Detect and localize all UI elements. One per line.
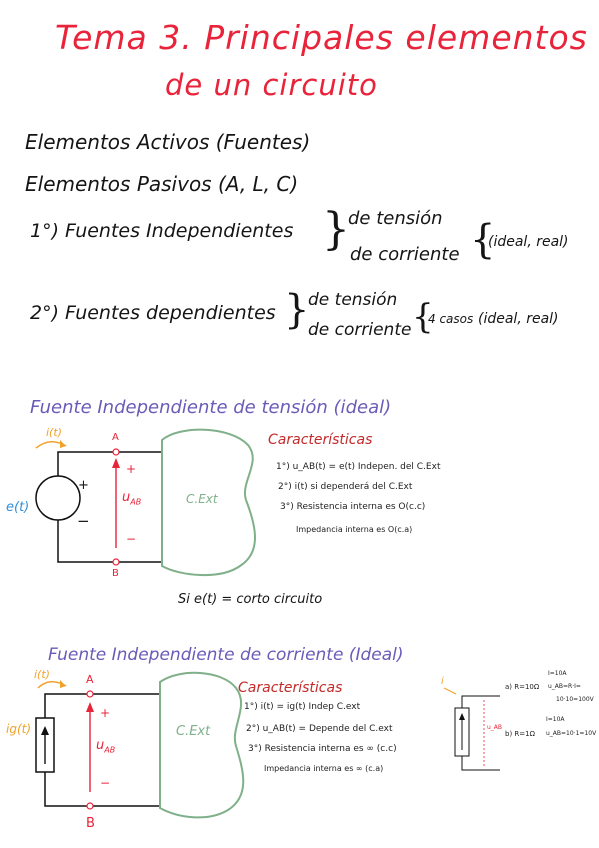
fuentes-dependientes: 2°) Fuentes dependientes <box>30 302 276 324</box>
fi-tension: de tensión <box>348 208 443 229</box>
s2-node-a-label: A <box>86 673 94 686</box>
s2-char-4: Impedancia interna es ∞ (c.a) <box>264 764 384 773</box>
s1-char-2: 2°) i(t) si dependerá del C.Ext <box>278 482 413 492</box>
s2-example-b-label: b) R=1Ω <box>505 730 535 738</box>
s1-load-label: C.Ext <box>186 492 218 506</box>
s1-node-a <box>112 448 120 456</box>
s1-node-a-label: A <box>112 432 119 443</box>
s1-char-3: 3°) Resistencia interna es O(c.c) <box>280 502 426 512</box>
s1-minus: − <box>126 532 137 546</box>
s2-example-b-u: u_AB=10·1=10V <box>546 730 597 737</box>
s1-source-label: e(t) <box>6 500 30 515</box>
fi-corriente: de corriente <box>350 244 460 265</box>
s2-example-a-label: a) R=10Ω <box>505 683 540 691</box>
page-title-line2: de un circuito <box>165 68 378 102</box>
fd-corriente: de corriente <box>308 320 412 340</box>
s2-char-2: 2°) u_AB(t) = Depende del C.ext <box>246 724 393 734</box>
s1-note: Si e(t) = corto circuito <box>178 592 323 607</box>
section1-heading: Fuente Independiente de tensión (ideal) <box>30 397 392 418</box>
s1-current-label: i(t) <box>46 426 62 439</box>
brace-4: { <box>412 297 434 337</box>
s1-src-minus: − <box>77 512 90 530</box>
s1-voltage-label: uAB <box>122 490 142 507</box>
brace-3: } <box>284 287 310 333</box>
s2-example-a-calc: 10·10=100V <box>556 696 594 703</box>
s2-example-a-i: I=10A <box>548 670 567 677</box>
page-title-line1: Tema 3. Principales elementos <box>55 18 588 57</box>
elementos-pasivos: Elementos Pasivos (A, L, C) <box>25 172 299 196</box>
s2-char-heading: Características <box>238 680 343 696</box>
fd-tension: de tensión <box>308 290 398 310</box>
brace-2: { <box>470 217 496 263</box>
s1-source-circle <box>35 475 81 521</box>
s2-example-voltage: u_AB <box>487 724 503 731</box>
s1-wire-bottom <box>57 520 162 563</box>
s2-node-a <box>86 690 94 698</box>
s1-load-blob <box>161 428 256 576</box>
s2-node-b-label: B <box>86 816 95 831</box>
s2-example-b-i: I=10A <box>546 716 565 723</box>
s2-current-label: i(t) <box>34 668 50 681</box>
brace-1: } <box>322 204 350 255</box>
s2-voltage-label: uAB <box>96 738 116 755</box>
s1-src-plus: + <box>78 478 89 493</box>
s2-minus: − <box>100 776 111 790</box>
s2-load-label: C.Ext <box>176 724 211 739</box>
s2-load-blob <box>159 671 245 819</box>
s1-wire-top <box>57 451 162 476</box>
section2-heading: Fuente Independiente de corriente (Ideal… <box>48 645 404 665</box>
s1-plus: + <box>126 462 137 476</box>
s1-node-b <box>112 558 120 566</box>
elementos-activos: Elementos Activos (Fuentes) <box>25 130 311 154</box>
s2-char-3: 3°) Resistencia interna es ∞ (c.c) <box>248 744 397 754</box>
fi-note: (ideal, real) <box>488 234 569 250</box>
fuentes-independientes: 1°) Fuentes Independientes <box>30 220 294 242</box>
s2-node-b <box>86 802 94 810</box>
s2-plus: + <box>100 706 111 720</box>
s2-wire-bottom <box>44 772 160 807</box>
s2-example-current: i <box>441 676 444 687</box>
s2-source-label: ig(t) <box>6 722 32 736</box>
s1-char-1: 1°) u_AB(t) = e(t) Indepen. del C.Ext <box>276 462 441 472</box>
fd-note: (ideal, real) <box>478 311 559 327</box>
s1-node-b-label: B <box>112 568 119 579</box>
s2-wire-top <box>44 693 160 718</box>
s1-char-heading: Características <box>268 432 373 448</box>
s1-char-4: Impedancia interna es O(c.a) <box>296 525 413 534</box>
s2-example-a-u: u_AB=R·I= <box>548 683 581 690</box>
s2-char-1: 1°) i(t) = ig(t) Indep C.ext <box>244 702 361 712</box>
fd-cases: 4 casos <box>428 312 474 326</box>
